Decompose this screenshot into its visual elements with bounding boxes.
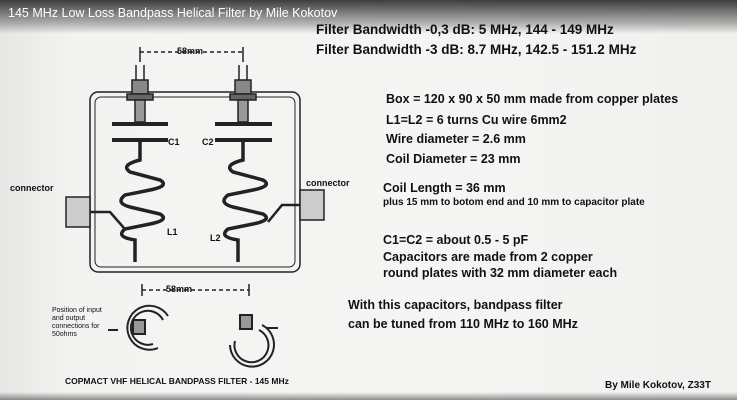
spec-bandwidth-3db: Filter Bandwidth -3 dB: 8.7 MHz, 142.5 -… bbox=[316, 42, 637, 57]
spec-tuning-2: can be tuned from 110 MHz to 160 MHz bbox=[348, 317, 578, 331]
video-title[interactable]: 145 MHz Low Loss Bandpass Helical Filter… bbox=[8, 6, 338, 20]
spec-coil-note: plus 15 mm to botom end and 10 mm to cap… bbox=[383, 197, 645, 208]
c2-label: C2 bbox=[202, 137, 214, 147]
trimmer-right bbox=[229, 65, 257, 123]
spec-capacitors-note-2: round plates with 32 mm diameter each bbox=[383, 266, 618, 280]
spec-coils: L1=L2 = 6 turns Cu wire 6mm2 bbox=[386, 113, 567, 127]
spec-wire: Wire diameter = 2.6 mm bbox=[386, 132, 526, 146]
c1-label: C1 bbox=[168, 137, 180, 147]
spec-coil-length: Coil Length = 36 mm bbox=[383, 181, 506, 195]
spec-capacitors-note-1: Capacitors are made from 2 copper bbox=[383, 250, 593, 264]
spec-tuning-1: With this capacitors, bandpass filter bbox=[348, 298, 563, 312]
coil-top-view-left bbox=[108, 304, 169, 351]
diagram-caption: COPMACT VHF HELICAL BANDPASS FILTER - 14… bbox=[65, 376, 289, 386]
coil-l1 bbox=[119, 140, 166, 262]
connector-right-label: connector bbox=[306, 178, 350, 188]
trimmer-left bbox=[126, 65, 154, 123]
connector-right bbox=[299, 189, 325, 221]
dimension-bottom-label: 58mm bbox=[166, 284, 193, 294]
author-credit: By Mile Kokotov, Z33T bbox=[605, 380, 711, 391]
video-bottom-gradient bbox=[0, 392, 737, 400]
l1-label: L1 bbox=[167, 227, 178, 237]
l2-label: L2 bbox=[210, 233, 221, 243]
spec-bandwidth-03db: Filter Bandwidth -0,3 dB: 5 MHz, 144 - 1… bbox=[316, 22, 614, 37]
filter-box bbox=[89, 91, 301, 273]
spec-capacitors: C1=C2 = about 0.5 - 5 pF bbox=[383, 233, 529, 247]
spec-coil-diameter: Coil Diameter = 23 mm bbox=[386, 152, 521, 166]
coil-l2 bbox=[222, 140, 269, 262]
connector-left-label: connector bbox=[10, 183, 54, 193]
connector-left bbox=[65, 196, 91, 228]
coil-top-view-right bbox=[229, 314, 278, 368]
dimension-top-label: 58mm bbox=[177, 46, 204, 56]
spec-box: Box = 120 x 90 x 50 mm made from copper … bbox=[386, 92, 679, 106]
position-note: Position of input and output connections… bbox=[52, 307, 102, 338]
video-title-bar: 145 MHz Low Loss Bandpass Helical Filter… bbox=[0, 0, 737, 34]
